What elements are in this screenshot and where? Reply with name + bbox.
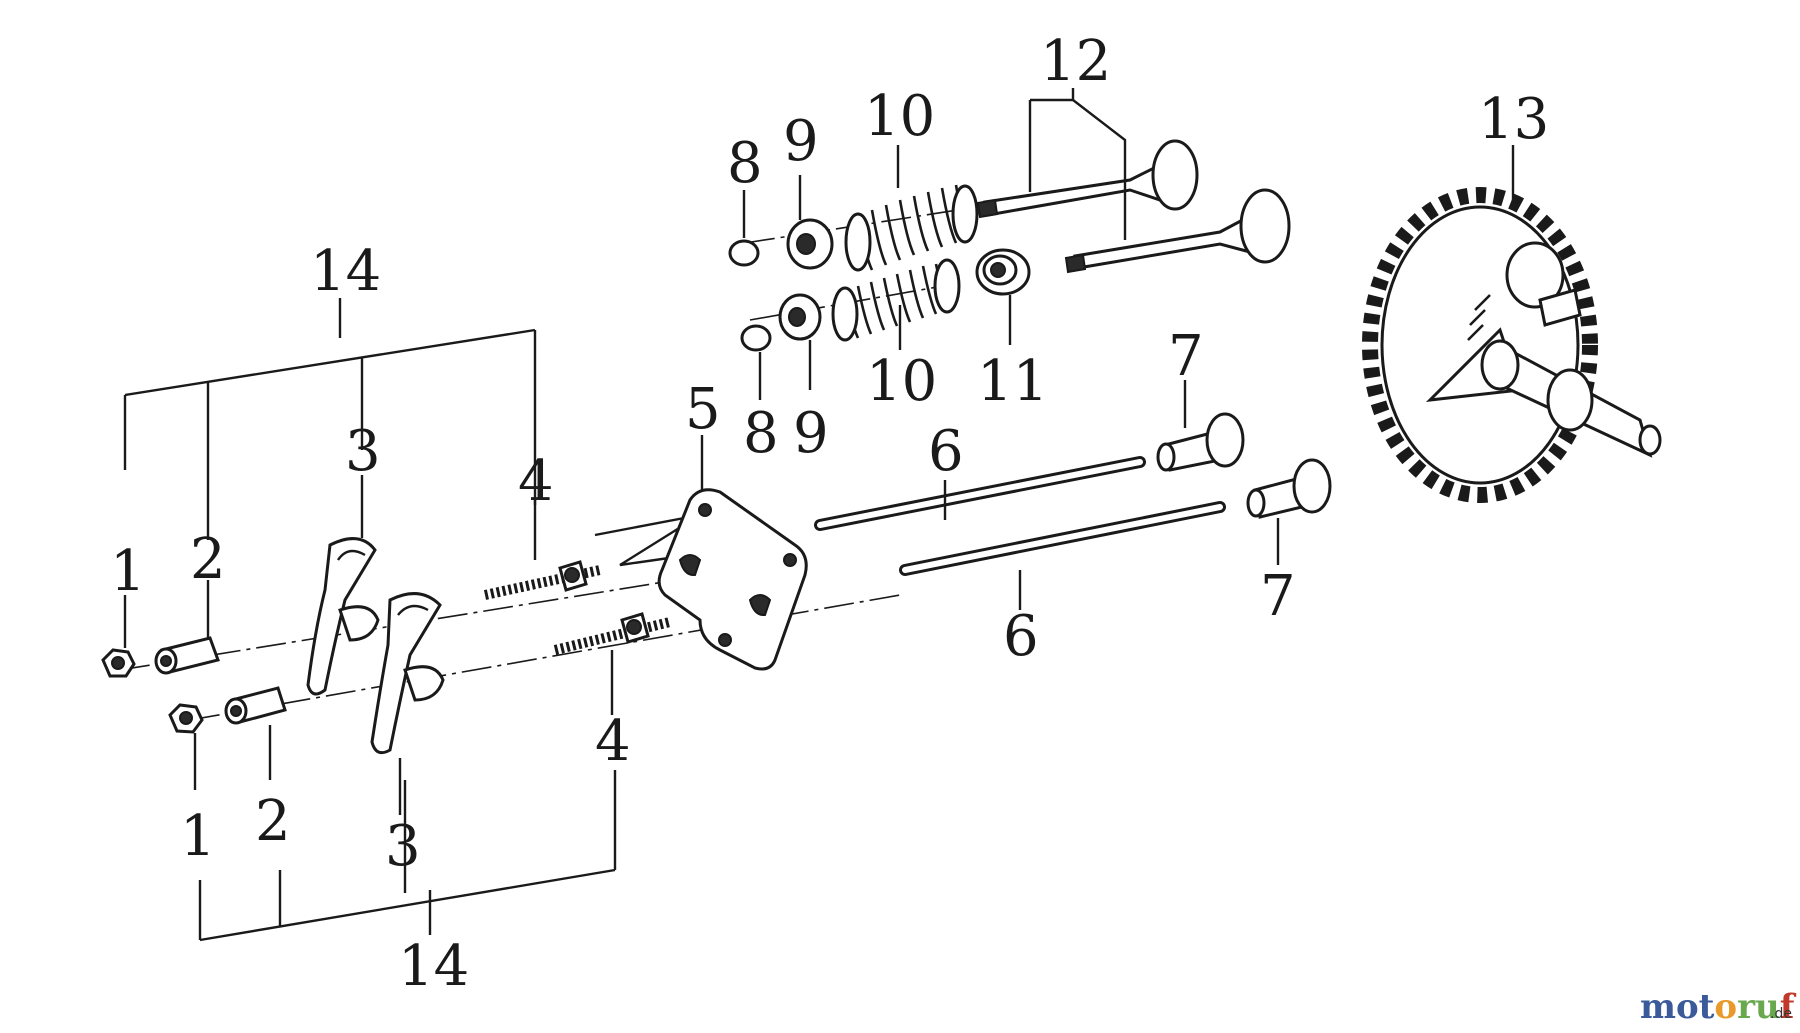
logo-letter-t: t — [1699, 987, 1715, 1027]
label-9-lower: 9 — [793, 401, 829, 466]
tappet-7-upper — [1156, 412, 1245, 472]
label-10-lower: 10 — [866, 349, 937, 414]
keeper-8-upper — [728, 239, 760, 267]
label-1-lower: 1 — [180, 804, 216, 869]
logo-suffix: .de — [1770, 1006, 1792, 1022]
motoruf-logo: motoruf .de — [1640, 987, 1797, 1027]
label-6-upper: 6 — [928, 419, 964, 484]
nut-1-lower — [168, 703, 204, 734]
label-4-upper: 4 — [518, 449, 554, 514]
label-11: 11 — [977, 349, 1048, 414]
stud-4-upper — [483, 560, 602, 600]
bracket-14-bottom — [198, 770, 617, 942]
retainer-9-lower — [778, 293, 822, 341]
tappet-7-lower — [1246, 458, 1332, 519]
label-4-lower: 4 — [595, 709, 631, 774]
label-8-upper: 8 — [727, 131, 763, 196]
center-lines — [119, 204, 991, 721]
label-14-top: 14 — [310, 239, 381, 304]
rocker-arm-3-upper — [306, 537, 380, 696]
logo-letter-o2: o — [1714, 987, 1737, 1027]
push-rod-6-upper — [814, 456, 1146, 531]
label-13: 13 — [1478, 87, 1549, 152]
callout-labels: 1 2 3 4 14 1 2 3 4 14 5 6 6 7 7 8 9 10 1… — [110, 29, 1549, 999]
label-7-lower: 7 — [1260, 564, 1296, 629]
valve-12-upper — [976, 139, 1199, 219]
label-1-upper: 1 — [110, 539, 146, 604]
svg-text:motoruf: motoruf — [1640, 987, 1797, 1027]
bracket-12 — [1028, 88, 1127, 240]
bushing-2-lower — [224, 686, 287, 725]
label-5: 5 — [685, 377, 721, 442]
nut-1-upper — [101, 648, 136, 678]
bushing-2-upper — [154, 636, 220, 675]
stud-4-lower — [553, 612, 672, 655]
bracket-14-top — [123, 328, 537, 540]
label-10-upper: 10 — [864, 84, 935, 149]
label-9-upper: 9 — [783, 109, 819, 174]
valve-12-lower — [1064, 188, 1291, 274]
label-2-upper: 2 — [190, 527, 226, 592]
valve-spring-10-upper — [844, 184, 979, 272]
keeper-8-lower — [740, 324, 772, 352]
label-12: 12 — [1040, 29, 1111, 94]
label-3-lower: 3 — [385, 814, 421, 879]
label-7-upper: 7 — [1168, 324, 1204, 389]
label-14-bottom: 14 — [398, 934, 469, 999]
label-3-upper: 3 — [345, 419, 381, 484]
logo-letter-f: f — [1780, 987, 1797, 1027]
camshaft-gear-13 — [1362, 187, 1662, 503]
rocker-arm-3-lower — [370, 592, 445, 755]
push-rod-6-lower — [899, 501, 1226, 576]
label-2-lower: 2 — [255, 789, 291, 854]
stem-seal-11 — [975, 248, 1031, 296]
retainer-9-upper — [786, 218, 834, 270]
valve-spring-10-lower — [831, 258, 961, 342]
label-8-lower: 8 — [743, 401, 779, 466]
logo-letter-m: m — [1640, 987, 1676, 1027]
logo-letter-r: r — [1737, 987, 1756, 1027]
logo-letter-o1: o — [1676, 987, 1699, 1027]
guide-plate-5 — [657, 488, 808, 671]
label-6-lower: 6 — [1003, 604, 1039, 669]
callout-leaders — [123, 145, 1280, 815]
logo-letter-u: u — [1755, 987, 1780, 1027]
